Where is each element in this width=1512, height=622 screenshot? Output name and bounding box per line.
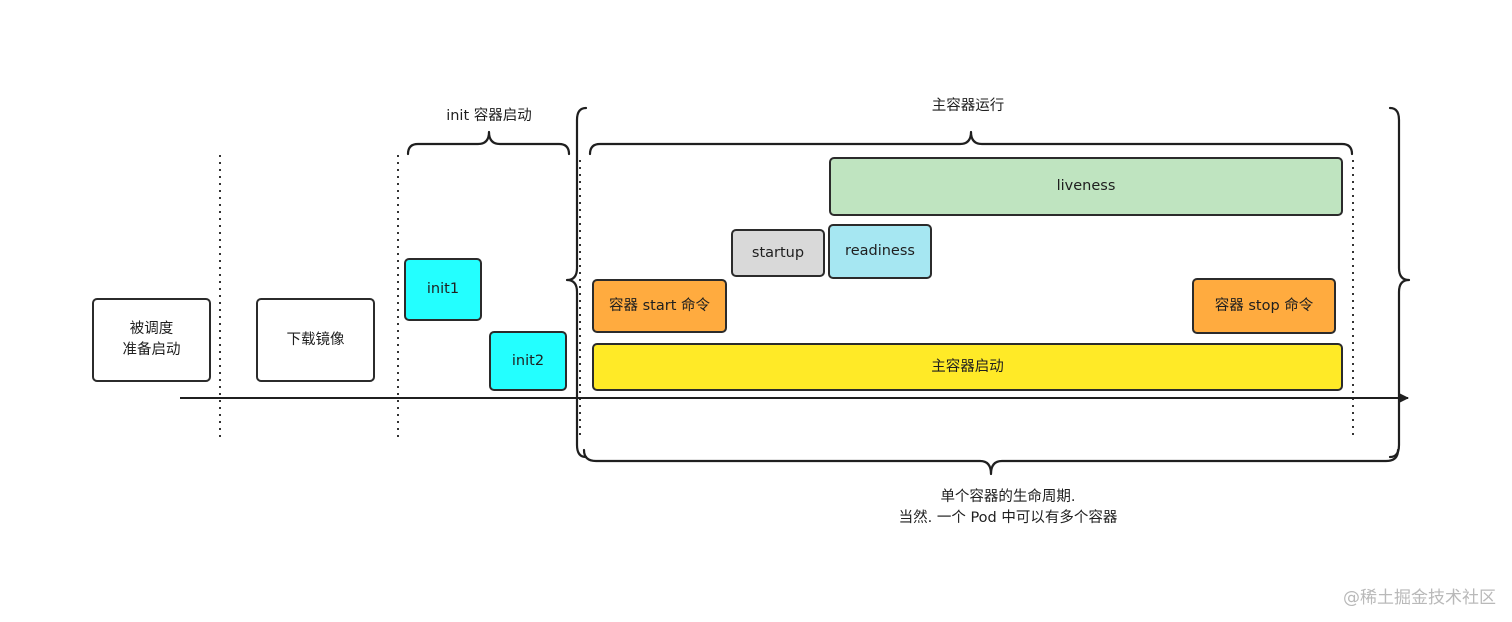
main-phase-brace: [588, 130, 1354, 156]
container-start-command-box: 容器 start 命令: [592, 279, 727, 333]
lifecycle-right-brace: [1388, 106, 1411, 459]
dotted-separators: [219, 155, 1354, 437]
lifecycle-left-brace: [565, 106, 588, 459]
watermark: @稀土掘金技术社区: [1343, 588, 1496, 608]
init-phase-label: init 容器启动: [446, 108, 532, 124]
liveness-probe-box: liveness: [829, 157, 1343, 216]
init2-box: init2: [489, 331, 567, 391]
container-stop-command-box: 容器 stop 命令: [1192, 278, 1336, 334]
scheduled-box: 被调度 准备启动: [92, 298, 211, 382]
pull-image-box: 下载镜像: [256, 298, 375, 382]
main-phase-label: 主容器运行: [931, 98, 1005, 114]
main-container-start-box: 主容器启动: [592, 343, 1343, 391]
lifecycle-bottom-brace: [582, 448, 1400, 476]
readiness-probe-box: readiness: [828, 224, 932, 279]
init1-box: init1: [404, 258, 482, 321]
startup-probe-box: startup: [731, 229, 825, 277]
lifecycle-note: 单个容器的生命周期. 当然. 一个 Pod 中可以有多个容器: [898, 489, 1118, 526]
init-phase-brace: [406, 130, 571, 156]
